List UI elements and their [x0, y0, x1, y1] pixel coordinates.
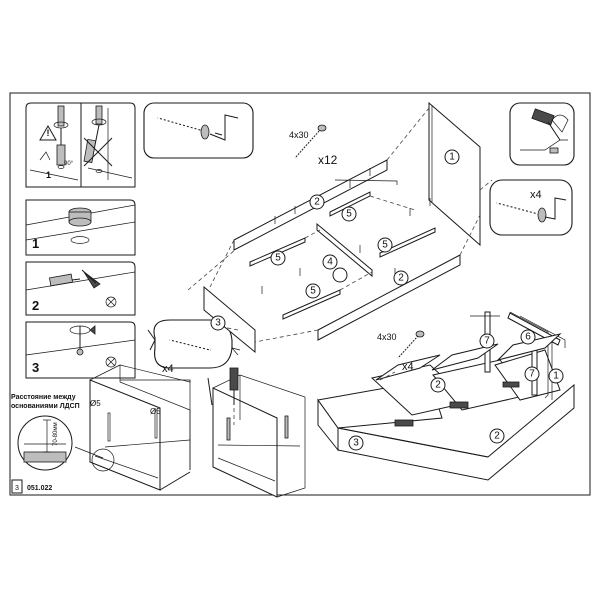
part-5-label: 5 [275, 253, 281, 264]
part-7-label: 7 [529, 369, 535, 380]
side-rail-bottom [317, 254, 461, 341]
confirmat-callout-left [147, 319, 241, 369]
part-2-label: 2 [494, 431, 500, 442]
page-number-box [11, 479, 23, 494]
part-4-label: 4 [327, 257, 333, 268]
part-1-label: 1 [553, 371, 559, 382]
detail-circle [91, 448, 115, 472]
distance-detail [17, 415, 73, 471]
part-1-label: 1 [449, 152, 455, 163]
step-2-panel [25, 261, 136, 316]
warning-step-panel: ! [25, 102, 136, 188]
svg-text:!: ! [47, 128, 50, 138]
part-number-labels: 1 2 5 5 5 4 2 5 3 6 7 7 1 2 2 3 [210, 149, 564, 451]
confirmat-qty-right: x4 [530, 189, 542, 201]
footboard-panel [203, 285, 256, 354]
part-5-label: 5 [382, 240, 388, 251]
part-7-label: 7 [484, 336, 490, 347]
part-3-label: 3 [215, 318, 221, 329]
screw-qty-label-right: x4 [402, 361, 414, 373]
wrong-cross-icon [83, 137, 113, 167]
dowel-icon [56, 144, 66, 166]
document-code: 051.022 [27, 485, 52, 492]
step-1-number: 1 [32, 236, 39, 251]
part-2-label: 2 [435, 380, 441, 391]
part-3-label: 3 [353, 438, 359, 449]
fitting-icon [49, 273, 73, 287]
part-5-label: 5 [310, 286, 316, 297]
note-line-1: Расстояние между [11, 394, 76, 401]
headboard-panel [428, 101, 481, 247]
step-3-number: 3 [32, 360, 39, 375]
base-box-right [207, 367, 306, 498]
hole-diameter-b: Ø5 [150, 407, 161, 416]
warning-step-number: 1 [46, 170, 51, 180]
assembled-bed [317, 311, 575, 481]
note-line-2: основаниями ЛДСП [11, 403, 80, 410]
angle-label: 90° [64, 161, 74, 167]
hex-key-icon [209, 114, 239, 141]
step-2-number: 2 [32, 298, 39, 313]
part-6-label: 6 [525, 332, 531, 343]
part-2-label: 2 [398, 273, 404, 284]
screw-size-label: 4x30 [289, 130, 309, 140]
part-2-label: 2 [314, 197, 320, 208]
step-1-panel [25, 199, 136, 256]
mallet-callout [509, 102, 575, 166]
distance-range-label: 70-80мм [53, 422, 59, 446]
screwdriver-icon [229, 367, 239, 391]
screw-qty-label: x12 [318, 153, 338, 167]
confirmat-callout-top [143, 102, 254, 159]
confirmat-callout-right [489, 179, 573, 236]
part-5-label: 5 [346, 209, 352, 220]
hole-diameter-a: Ø5 [90, 399, 101, 408]
page-number: 3 [15, 485, 19, 492]
warning-triangle-icon [39, 124, 57, 141]
screw-size-label-right: 4x30 [377, 332, 397, 342]
confirmat-qty-left: x4 [162, 363, 174, 375]
page-frame [9, 92, 591, 496]
step-3-panel [25, 321, 136, 379]
base-box-left [74, 364, 191, 491]
